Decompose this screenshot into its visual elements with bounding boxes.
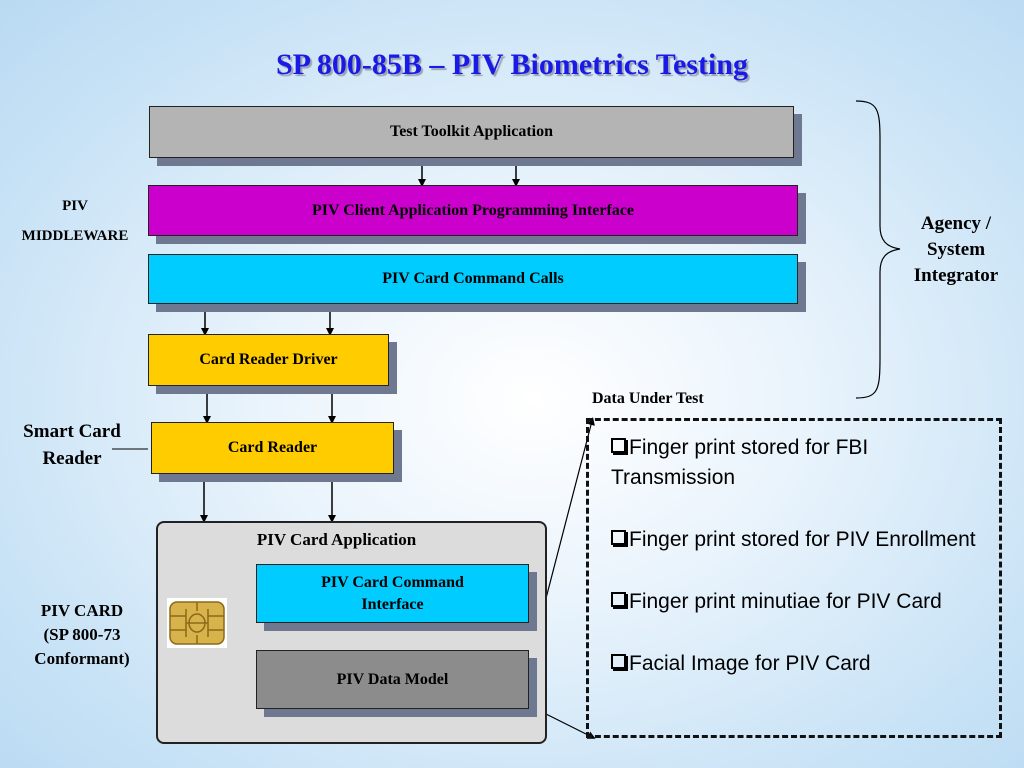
middleware-label: MIDDLEWARE	[21, 228, 129, 244]
client-api-label: PIV Client Application Programming Inter…	[311, 201, 635, 219]
smart-card-reader-label: Smart Card Reader	[4, 418, 140, 472]
integrator-line: Integrator	[913, 265, 999, 286]
checkbox-bullet-icon	[611, 592, 626, 607]
data-model-box: PIV Data Model	[256, 650, 529, 709]
data-item: Finger print stored for PIV Enrollment	[611, 525, 989, 555]
page-title: SP 800-85B – PIV Biometrics Testing	[276, 48, 748, 81]
conformant-line: Conformant)	[34, 649, 130, 668]
data-item-text: Facial Image for PIV Card	[629, 652, 871, 675]
command-interface-box: PIV Card Command Interface	[256, 564, 529, 623]
reader-line: Reader	[42, 448, 102, 469]
data-item-text: Finger print stored for FBI Transmission	[611, 436, 869, 489]
data-model-label: PIV Data Model	[336, 670, 449, 688]
piv-label: PIV	[62, 198, 88, 214]
data-item: Finger print minutiae for PIV Card	[611, 587, 989, 617]
command-calls-label: PIV Card Command Calls	[382, 270, 564, 287]
checkbox-bullet-icon	[611, 654, 626, 669]
checkbox-bullet-icon	[611, 530, 626, 545]
command-interface-label: PIV Card Command Interface	[321, 573, 464, 613]
agency-integrator-label: Agency / System Integrator	[900, 211, 1012, 289]
data-under-test-box: Finger print stored for FBI Transmission…	[586, 418, 1002, 738]
data-item-text: Finger print minutiae for PIV Card	[629, 590, 942, 613]
test-toolkit-box: Test Toolkit Application	[149, 106, 794, 158]
system-line: System	[926, 239, 986, 260]
piv-card-application-label: PIV Card Application	[256, 530, 417, 549]
card-reader-box: Card Reader	[151, 422, 394, 474]
checkbox-bullet-icon	[611, 438, 626, 453]
test-toolkit-label: Test Toolkit Application	[389, 123, 554, 140]
client-api-box: PIV Client Application Programming Inter…	[148, 185, 798, 236]
card-reader-driver-box: Card Reader Driver	[148, 334, 389, 386]
data-item: Finger print stored for FBI Transmission	[611, 433, 989, 493]
piv-card-label: PIV CARD (SP 800-73 Conformant)	[18, 599, 146, 671]
card-reader-label: Card Reader	[227, 439, 318, 456]
piv-card-line: PIV CARD	[40, 601, 124, 620]
chip-icon	[169, 601, 225, 645]
smart-card-line: Smart Card	[23, 421, 121, 442]
data-item-text: Finger print stored for PIV Enrollment	[629, 528, 976, 551]
sp-ref-line: (SP 800-73	[43, 625, 121, 644]
agency-line: Agency /	[920, 213, 992, 234]
command-calls-box: PIV Card Command Calls	[148, 254, 798, 304]
data-under-test-heading: Data Under Test	[592, 390, 704, 407]
smart-card-chip-icon	[167, 598, 227, 648]
data-item: Facial Image for PIV Card	[611, 649, 989, 679]
card-reader-driver-label: Card Reader Driver	[199, 351, 338, 368]
agency-brace	[855, 100, 901, 399]
